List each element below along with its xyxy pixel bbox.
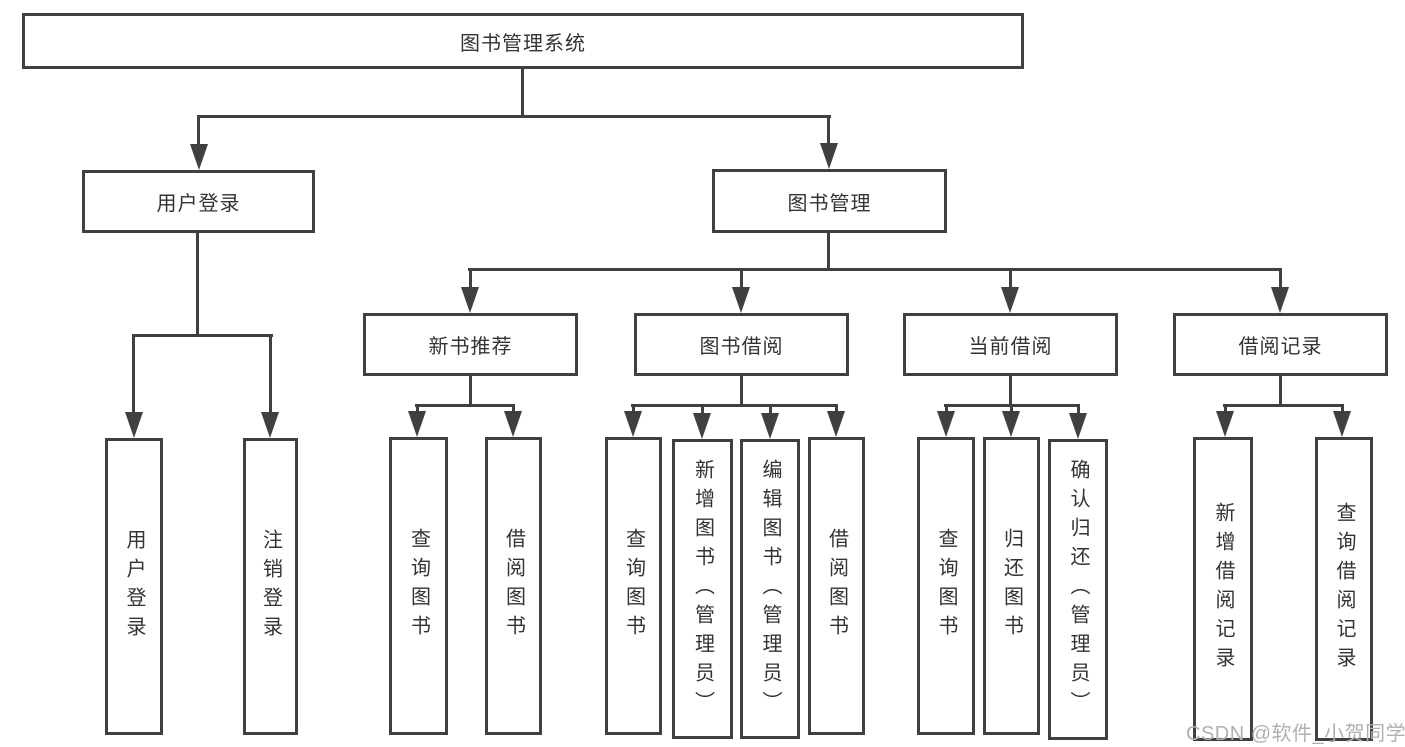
connector-to-level3 [1009, 270, 1012, 292]
leaf-br-query-record: 查询借阅记录 [1315, 437, 1373, 741]
arrowhead-down-icon [693, 413, 711, 439]
node-book-management: 图书管理 [712, 169, 947, 233]
connector-stem [1009, 376, 1012, 406]
leaf-cb-return-books-label: 归还图书 [1000, 528, 1023, 644]
leaf-cb-confirm-return-admin: 确认归还（管理员） [1048, 439, 1108, 740]
arrowhead-down-icon [190, 144, 208, 170]
leaf-bb-add-books-admin-label: 新增图书（管理员） [691, 458, 714, 720]
leaf-bb-add-books-admin: 新增图书（管理员） [672, 439, 733, 739]
connector-to-leaf [132, 334, 135, 416]
arrowhead-down-icon [624, 411, 642, 437]
csdn-watermark: CSDN @软件_小贺同学 [1186, 723, 1405, 745]
connector-branch [415, 404, 515, 407]
connector-stem [1279, 376, 1282, 406]
connector-level3-branch [468, 268, 1282, 271]
node-user-login-label: 用户登录 [156, 193, 241, 215]
arrowhead-down-icon [1001, 287, 1019, 313]
node-root: 图书管理系统 [22, 13, 1024, 69]
leaf-logout-login-label: 注销登录 [259, 528, 282, 645]
connector-to-leaf [835, 404, 838, 416]
leaf-nbr-borrow-books: 借阅图书 [485, 437, 542, 735]
connector-to-leaf [945, 404, 948, 416]
connector-book-management-stem [827, 233, 830, 271]
connector-to-leaf [269, 334, 272, 416]
leaf-logout-login: 注销登录 [243, 438, 298, 735]
arrowhead-down-icon [1271, 287, 1289, 313]
connector-to-leaf [632, 404, 635, 416]
connector-stem [740, 376, 743, 406]
leaf-cb-query-books-label: 查询图书 [935, 528, 957, 644]
connector-stem [469, 376, 472, 406]
node-new-book-recommend: 新书推荐 [363, 313, 578, 376]
leaf-nbr-query-books-label: 查询图书 [407, 528, 430, 644]
connector-to-book-management [827, 115, 830, 147]
arrowhead-down-icon [827, 411, 845, 437]
connector-to-leaf [512, 404, 515, 416]
arrowhead-down-icon [761, 413, 779, 439]
leaf-cb-confirm-return-admin-label: 确认归还（管理员） [1067, 459, 1089, 720]
leaf-user-login: 用户登录 [105, 438, 163, 735]
node-book-management-label: 图书管理 [787, 192, 872, 215]
arrowhead-down-icon [504, 411, 522, 437]
leaf-br-add-record-label: 新增借阅记录 [1212, 502, 1234, 676]
connector-to-level3 [740, 270, 743, 292]
arrowhead-down-icon [261, 412, 279, 438]
leaf-user-login-label: 用户登录 [123, 528, 145, 645]
connector-to-leaf [701, 404, 704, 416]
connector-root-stem [521, 68, 524, 117]
leaf-bb-query-books: 查询图书 [605, 437, 662, 735]
leaf-bb-query-books-label: 查询图书 [622, 528, 645, 644]
node-borrow-records: 借阅记录 [1173, 313, 1388, 376]
connector-to-leaf [769, 404, 772, 416]
leaf-bb-edit-books-admin: 编辑图书（管理员） [740, 439, 800, 739]
node-user-login: 用户登录 [82, 170, 315, 233]
arrowhead-down-icon [1333, 411, 1351, 437]
connector-to-leaf [416, 404, 419, 416]
node-root-label: 图书管理系统 [460, 32, 586, 55]
node-current-borrow-label: 当前借阅 [968, 336, 1053, 358]
arrowhead-down-icon [408, 411, 426, 437]
connector-branch [631, 404, 838, 407]
leaf-bb-borrow-books-label: 借阅图书 [825, 528, 848, 644]
arrowhead-down-icon [820, 143, 838, 169]
leaf-br-query-record-label: 查询借阅记录 [1333, 502, 1355, 676]
leaf-br-add-record: 新增借阅记录 [1193, 437, 1253, 741]
connector-level2-branch [198, 115, 831, 118]
connector-to-leaf [1077, 404, 1080, 416]
arrowhead-down-icon [732, 287, 750, 313]
node-current-borrow: 当前借阅 [903, 313, 1118, 376]
connector-branch [1223, 404, 1344, 407]
arrowhead-down-icon [1069, 413, 1087, 439]
node-book-borrow-label: 图书借阅 [699, 336, 784, 358]
connector-to-level3 [469, 270, 472, 292]
leaf-bb-edit-books-admin-label: 编辑图书（管理员） [759, 458, 781, 720]
arrowhead-down-icon [1216, 411, 1234, 437]
node-borrow-records-label: 借阅记录 [1238, 336, 1323, 358]
connector-to-level3 [1279, 270, 1282, 292]
connector-to-leaf [1341, 404, 1344, 416]
arrowhead-down-icon [461, 287, 479, 313]
arrowhead-down-icon [125, 412, 143, 438]
leaf-cb-return-books: 归还图书 [983, 437, 1040, 735]
leaf-nbr-query-books: 查询图书 [389, 437, 448, 735]
arrowhead-down-icon [937, 411, 955, 437]
leaf-cb-query-books: 查询图书 [917, 437, 975, 735]
leaf-nbr-borrow-books-label: 借阅图书 [502, 528, 525, 644]
connector-to-leaf [1224, 404, 1227, 416]
connector-to-leaf [1010, 404, 1013, 416]
connector-user-login-stem [196, 232, 199, 337]
connector-user-login-branch [132, 334, 273, 337]
leaf-bb-borrow-books: 借阅图书 [808, 437, 865, 735]
node-book-borrow: 图书借阅 [634, 313, 849, 376]
connector-to-user-login [197, 115, 200, 148]
arrowhead-down-icon [1002, 411, 1020, 437]
node-new-book-recommend-label: 新书推荐 [428, 336, 513, 358]
